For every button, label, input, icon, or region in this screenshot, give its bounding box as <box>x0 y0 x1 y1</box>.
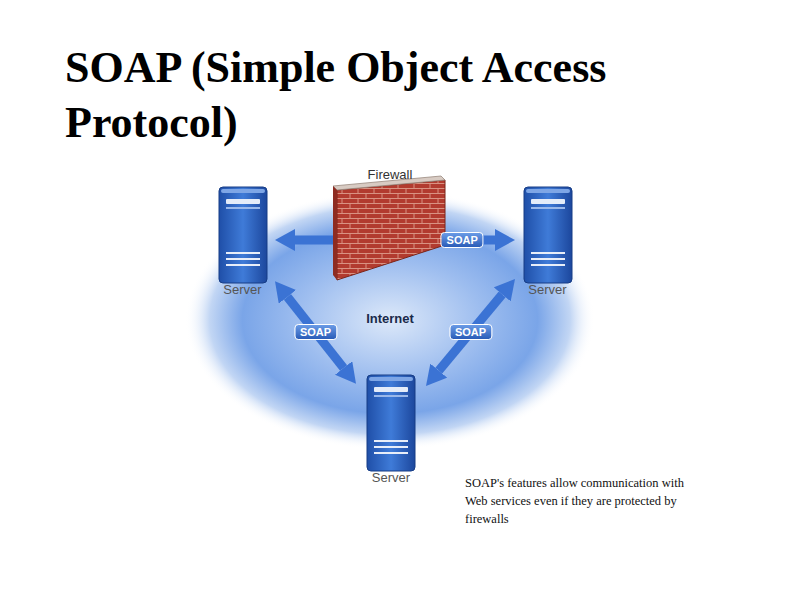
soap-tag: SOAP <box>441 232 484 248</box>
internet-label: Internet <box>340 311 440 326</box>
caption-note: SOAP's features allow communication with… <box>465 474 697 528</box>
server-tower <box>523 186 573 284</box>
server-node: Server <box>356 366 426 490</box>
soap-arrow <box>439 294 502 370</box>
server-label: Server <box>356 470 426 485</box>
soap-tag: SOAP <box>449 324 492 340</box>
server-label: Server <box>515 282 580 297</box>
slide-title: SOAP (Simple Object Access Protocol) <box>65 40 705 150</box>
server-node: Server <box>210 178 275 302</box>
firewall-node: Firewall <box>330 163 450 288</box>
server-tower <box>218 186 268 284</box>
server-tower <box>366 374 416 472</box>
server-node: Server <box>515 178 580 302</box>
server-label: Server <box>210 282 275 297</box>
soap-arrow <box>287 297 343 368</box>
soap-tag: SOAP <box>294 324 337 340</box>
firewall-label: Firewall <box>330 167 450 182</box>
